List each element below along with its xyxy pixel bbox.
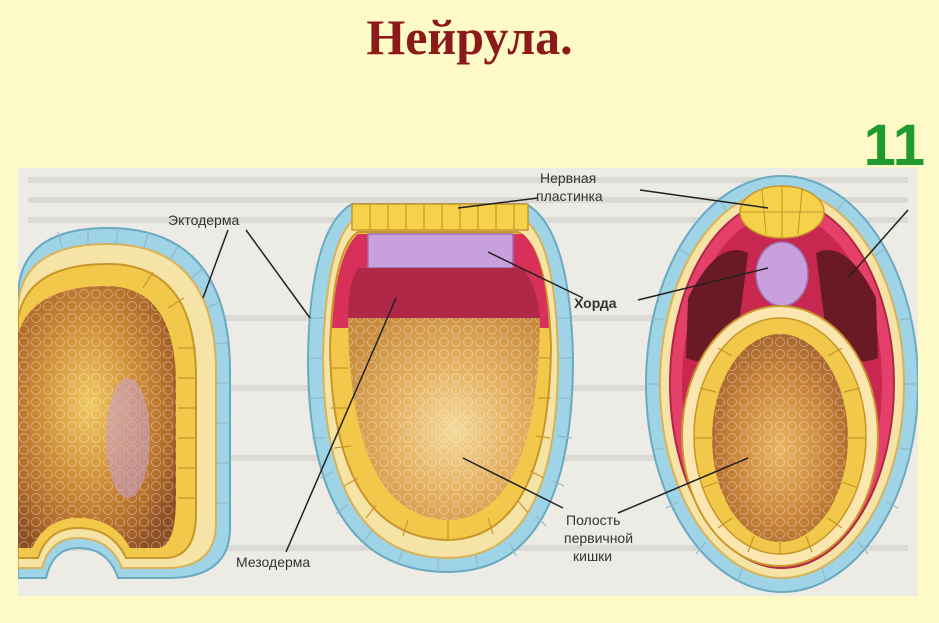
label-neural-plate-line2: пластинка bbox=[536, 188, 603, 205]
embryo-middle bbox=[308, 204, 573, 572]
label-cavity-line1: Полость bbox=[566, 512, 620, 529]
label-ectoderm: Эктодерма bbox=[168, 212, 239, 229]
label-cavity-line3: кишки bbox=[573, 548, 612, 565]
neurula-illustration bbox=[18, 168, 918, 596]
neurula-diagram: Эктодерма Нервная пластинка Хорда Мезоде… bbox=[18, 168, 918, 596]
embryo-late bbox=[646, 176, 918, 592]
label-mesoderm: Мезодерма bbox=[236, 554, 310, 571]
embryo-early bbox=[18, 228, 230, 578]
label-chord: Хорда bbox=[574, 295, 617, 312]
label-cavity-line2: первичной bbox=[564, 530, 633, 547]
page-title: Нейрула. bbox=[0, 8, 939, 66]
label-neural-plate-line1: Нервная bbox=[540, 170, 596, 187]
